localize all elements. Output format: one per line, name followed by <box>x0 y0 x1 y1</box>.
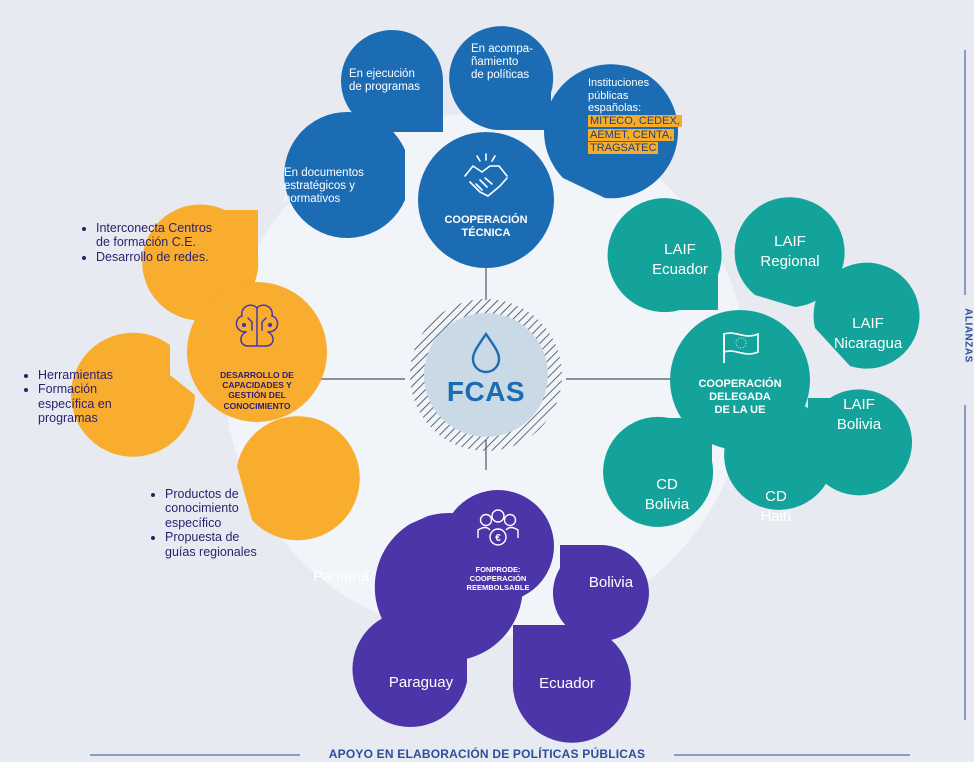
petal-paraguay-text: Paraguay <box>388 674 454 691</box>
petal-interconecta-text: Interconecta Centros de formación C.E. D… <box>84 221 214 264</box>
handshake-icon <box>464 153 508 197</box>
bullet-productos: Productos de conocimiento específico <box>165 487 273 530</box>
petal-paraguay[interactable] <box>352 611 467 728</box>
petal-cd-haiti-text: CD Haití <box>760 488 792 525</box>
hub-tecnica-label: COOPERACIÓN TÉCNICA <box>444 214 528 240</box>
petal-documentos-text: En documentos estratégicos y normativos <box>284 167 364 206</box>
petal-panama-text: Panamá <box>313 568 369 585</box>
hub-ue-label: COOPERACIÓN DELEGADA DE LA UE <box>698 378 782 417</box>
petal-laif-nicaragua[interactable] <box>813 262 920 369</box>
eu-flag-icon <box>723 332 759 363</box>
frame-rules <box>90 50 966 756</box>
highlight-line-3: TRAGSATEC <box>588 142 659 155</box>
petal-laif-regional-text: LAIF Regional <box>760 233 820 270</box>
petal-laif-bolivia[interactable] <box>806 389 913 496</box>
highlight-line-2: AEMET, CENTA, <box>588 128 675 141</box>
petal-cd-bolivia-text: CD Bolivia <box>644 476 690 513</box>
petal-ecuador[interactable] <box>512 624 631 743</box>
petal-laif-ecuador-text: LAIF Ecuador <box>652 241 708 278</box>
petal-productos-text: Productos de conocimiento específico Pro… <box>153 487 273 559</box>
bullet-propuesta: Propuesta de guías regionales <box>165 530 273 559</box>
highlight-line-1: MITECO, CEDEX, <box>588 114 682 127</box>
people-euro-icon: € <box>477 509 519 546</box>
petal-instituciones-text: Instituciones públicas españolas: MITECO… <box>588 77 682 155</box>
bullet-redes: Desarrollo de redes. <box>96 250 214 264</box>
petal-herramientas-text: Herramientas Formación específica en pro… <box>26 368 156 426</box>
brain-circuit-icon <box>235 304 279 347</box>
hub-cooperacion-delegada[interactable] <box>670 310 810 450</box>
center-label: FCAS <box>446 376 526 407</box>
hub-fonprode-label: FONPRODE: COOPERACIÓN REEMBOLSABLE <box>466 565 530 592</box>
petal-documentos[interactable] <box>284 112 405 239</box>
petal-laif-nicaragua-text: LAIF Nicaragua <box>833 315 903 352</box>
petal-bolivia[interactable] <box>552 544 649 641</box>
hub-capacidades[interactable] <box>187 282 327 422</box>
petal-acompanamiento[interactable] <box>449 26 554 131</box>
bottom-label: APOYO EN ELABORACIÓN DE POLÍTICAS PÚBLIC… <box>300 747 674 761</box>
center-circle[interactable] <box>424 313 548 437</box>
bullet-formacion: Formación específica en programas <box>38 382 156 425</box>
hub-capacidades-label: DESARROLLO DE CAPACIDADES Y GESTIÓN DEL … <box>220 370 294 411</box>
petal-herramientas[interactable] <box>71 332 195 457</box>
petal-ecuador-text: Ecuador <box>539 675 595 692</box>
svg-text:€: € <box>495 533 501 544</box>
petal-cd-bolivia[interactable] <box>603 416 714 527</box>
drop-icon <box>471 331 501 374</box>
hub-cooperacion-tecnica[interactable] <box>418 132 554 268</box>
petal-laif-ecuador[interactable] <box>607 198 722 313</box>
petal-ejecucion-text: En ejecución de programas <box>349 68 420 94</box>
petal-bolivia-text: Bolivia <box>588 574 634 591</box>
bullet-herramientas: Herramientas <box>38 368 156 382</box>
hub-fonprode[interactable] <box>442 490 554 602</box>
petal-laif-regional[interactable] <box>734 197 845 307</box>
petal-acompanamiento-text: En acompa- ñamiento de políticas <box>471 43 534 82</box>
petal-productos[interactable] <box>237 416 360 541</box>
petal-laif-bolivia-text: LAIF Bolivia <box>836 396 882 433</box>
side-label-alianzas: ALIANZAS <box>962 308 974 363</box>
petal-ejecucion[interactable] <box>341 30 443 133</box>
bullet-interconecta: Interconecta Centros de formación C.E. <box>96 221 214 250</box>
